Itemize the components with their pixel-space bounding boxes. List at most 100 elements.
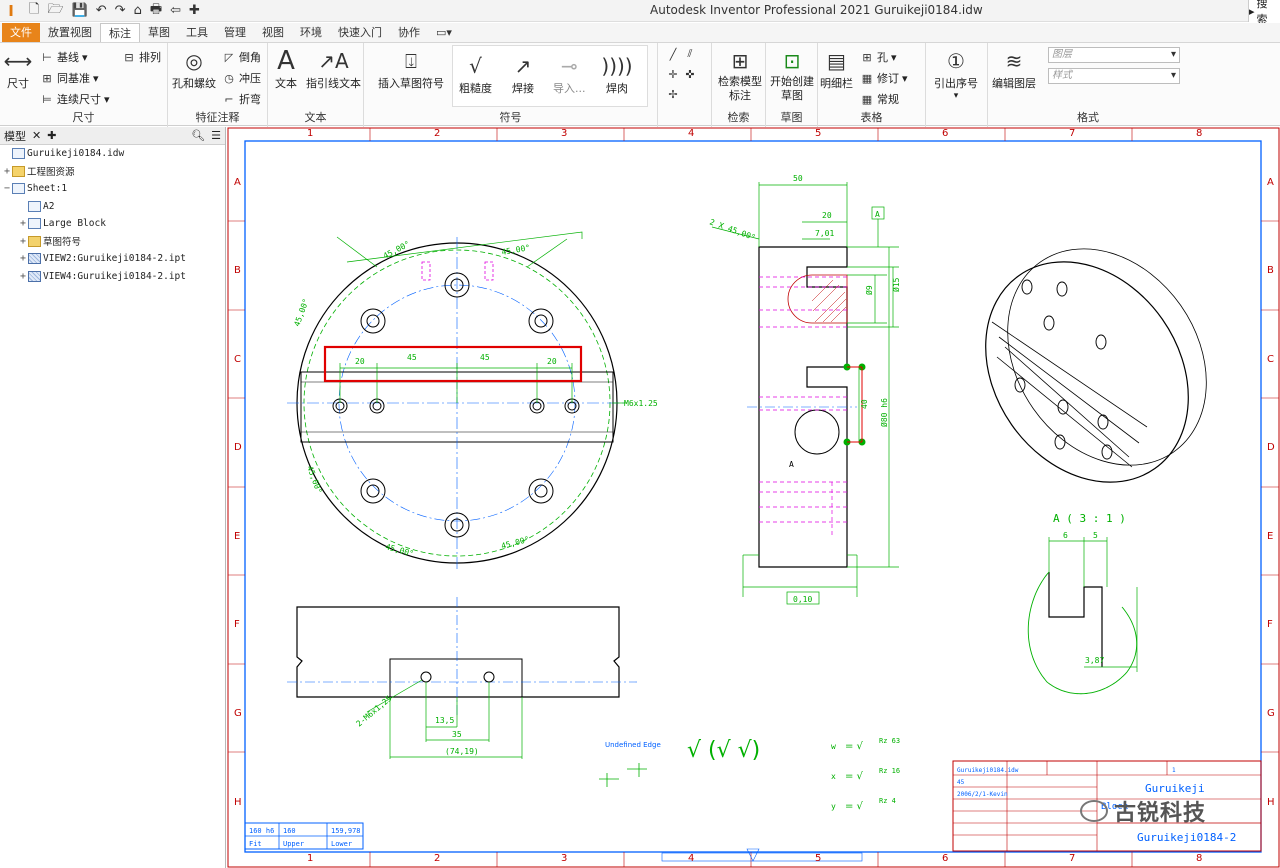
hole-table-button[interactable]: ⊞孔▾ xyxy=(860,49,896,65)
undo-icon[interactable]: ↶ xyxy=(95,3,107,18)
thread-note[interactable]: M6x1.25 xyxy=(624,399,658,408)
center-mark-button[interactable]: ✛✜ xyxy=(666,67,697,81)
dimension-text[interactable]: Guruikeji xyxy=(1145,782,1205,795)
dimension-text[interactable]: Guruikeji0184.idw xyxy=(957,767,1019,774)
baseline-button[interactable]: ⊢基线▾ xyxy=(40,49,87,65)
roughness-value[interactable]: Rz 4 xyxy=(879,797,896,805)
tab-get-started[interactable]: 快速入门 xyxy=(338,26,382,39)
dimension-text[interactable]: 5 xyxy=(1093,531,1098,540)
expand-icon[interactable]: + xyxy=(19,253,27,265)
dimension-text[interactable]: A xyxy=(875,210,880,219)
dimension-text[interactable]: 40 xyxy=(860,399,869,409)
dimension-text[interactable]: Guruikeji0184-2 xyxy=(1137,831,1236,844)
expand-icon[interactable]: − xyxy=(3,183,11,195)
parts-list-button[interactable]: ▤ 明细栏 xyxy=(820,47,853,91)
roughness-symbol[interactable]: x xyxy=(831,772,836,781)
insert-sketch-symbol-button[interactable]: ⍗ 插入草图符号 xyxy=(378,47,444,91)
menu-icon[interactable]: ☰ xyxy=(211,129,221,142)
return-icon[interactable]: ⇦ xyxy=(170,3,182,18)
arrange-button[interactable]: ⊟排列 xyxy=(122,49,161,65)
dimension-text[interactable]: 50 xyxy=(793,174,803,183)
chain-dimension-button[interactable]: ⊨连续尺寸▾ xyxy=(40,91,109,107)
dimension-text[interactable]: 159,978 xyxy=(331,827,361,835)
tab-collaborate[interactable]: 协作 xyxy=(398,26,420,39)
expand-icon[interactable]: + xyxy=(19,235,27,247)
dimension-text[interactable]: 2 X 45,00° xyxy=(708,217,756,242)
roughness-value[interactable]: Rz 16 xyxy=(879,767,900,775)
dimension-text[interactable]: 20 xyxy=(355,357,365,366)
dimension-text[interactable]: 45 xyxy=(480,353,490,362)
dimension-text[interactable]: 45 xyxy=(957,779,965,786)
roughness-symbol[interactable]: w xyxy=(831,742,836,751)
browser-node[interactable]: −Sheet:1 xyxy=(0,180,225,198)
dimension-text[interactable]: 13,5 xyxy=(435,716,454,725)
hole-thread-button[interactable]: ◎ 孔和螺纹 xyxy=(172,47,216,91)
text-button[interactable]: A 文本 xyxy=(272,46,300,91)
detail-a-circle[interactable] xyxy=(794,409,840,455)
home-icon[interactable]: ⌂ xyxy=(133,3,142,18)
browser-node[interactable]: A2 xyxy=(0,198,225,216)
dimension-button[interactable]: ⟷ 尺寸 xyxy=(4,47,33,91)
expand-icon[interactable]: + xyxy=(19,218,27,230)
search-box[interactable]: ▸ 搜索 xyxy=(1248,0,1280,26)
new-icon[interactable]: 🗋 xyxy=(29,1,40,17)
style-dropdown[interactable]: 样式 xyxy=(1048,68,1180,84)
title-block[interactable]: Guruikeji0184.idw452006/2/1-Kevin1Guruik… xyxy=(952,760,1262,852)
redo-icon[interactable]: ↷ xyxy=(114,3,126,18)
balloon-button[interactable]: ① 引出序号 ▾ xyxy=(934,49,978,101)
dimension-text[interactable]: Ø9 xyxy=(864,285,874,295)
inventor-logo-icon[interactable]: I xyxy=(8,1,14,20)
browser-tab-model[interactable]: 模型 xyxy=(4,129,26,143)
dimension-text[interactable]: 7,01 xyxy=(815,229,834,238)
weld-button[interactable]: ↗焊接 xyxy=(509,52,537,96)
dimension-text[interactable]: 6 xyxy=(1063,531,1068,540)
close-icon[interactable]: ✕ xyxy=(32,129,42,142)
tab-extra-dropdown[interactable]: ▭▾ xyxy=(436,26,452,39)
isometric-view[interactable] xyxy=(944,210,1247,521)
search-icon[interactable]: 🔍︎ xyxy=(191,129,206,142)
dimension-text[interactable]: Ø80 h6 xyxy=(879,398,889,427)
dimension-text[interactable]: Fit xyxy=(249,840,262,848)
dimension-text[interactable]: 0,10 xyxy=(793,595,812,604)
roughness-value[interactable]: Rz 63 xyxy=(879,737,900,745)
dimension-text[interactable]: Block xyxy=(1101,802,1129,812)
save-icon[interactable]: 💾 xyxy=(71,3,88,18)
bottom-view[interactable]: 13,535(74,19)2-M6x1,25 xyxy=(287,597,637,759)
start-sketch-button[interactable]: ⊡ 开始创建草图 xyxy=(770,47,814,103)
tab-place-views[interactable]: 放置视图 xyxy=(48,26,92,39)
highlight-box[interactable] xyxy=(323,345,583,383)
roughness-symbol[interactable]: y xyxy=(831,802,836,811)
browser-node[interactable]: +VIEW2:Guruikeji0184-2.ipt xyxy=(0,250,225,268)
dimension-text[interactable]: (74,19) xyxy=(445,747,479,756)
dimension-text[interactable]: 20 xyxy=(547,357,557,366)
retrieve-model-annotations-button[interactable]: ⊞ 检索模型标注 xyxy=(718,47,762,103)
dimension-text[interactable]: 3,87 xyxy=(1085,656,1104,665)
general-table-button[interactable]: ▦常规 xyxy=(860,91,899,107)
tab-sketch[interactable]: 草图 xyxy=(148,26,170,39)
dimension-text[interactable]: 1 xyxy=(1172,767,1176,774)
print-icon[interactable]: 🖶 xyxy=(149,1,163,17)
layer-dropdown[interactable]: 图层 xyxy=(1048,47,1180,63)
browser-node[interactable]: +草图符号 xyxy=(0,233,225,251)
tab-annotate[interactable]: 标注 xyxy=(100,23,140,42)
browser-node[interactable]: +工程图资源 xyxy=(0,163,225,181)
expand-icon[interactable]: + xyxy=(3,165,11,177)
open-icon[interactable]: 🗁 xyxy=(47,1,64,17)
expand-icon[interactable]: + xyxy=(19,270,27,282)
auto-centerline-button[interactable]: ✢ xyxy=(666,87,680,101)
dimension-text[interactable]: 20 xyxy=(822,211,832,220)
dimension-text[interactable]: Lower xyxy=(331,840,352,848)
dimension-text[interactable]: 160 xyxy=(283,827,296,835)
ordinate-button[interactable]: ⊞同基准▾ xyxy=(40,70,98,86)
punch-button[interactable]: ◷冲压 xyxy=(222,70,261,86)
revision-table-button[interactable]: ▦修订▾ xyxy=(861,71,908,86)
browser-node[interactable]: +Large Block xyxy=(0,215,225,233)
surface-texture-button[interactable]: √粗糙度 xyxy=(459,52,492,96)
chamfer-button[interactable]: ◸倒角 xyxy=(222,49,261,65)
tab-view[interactable]: 视图 xyxy=(262,26,284,39)
